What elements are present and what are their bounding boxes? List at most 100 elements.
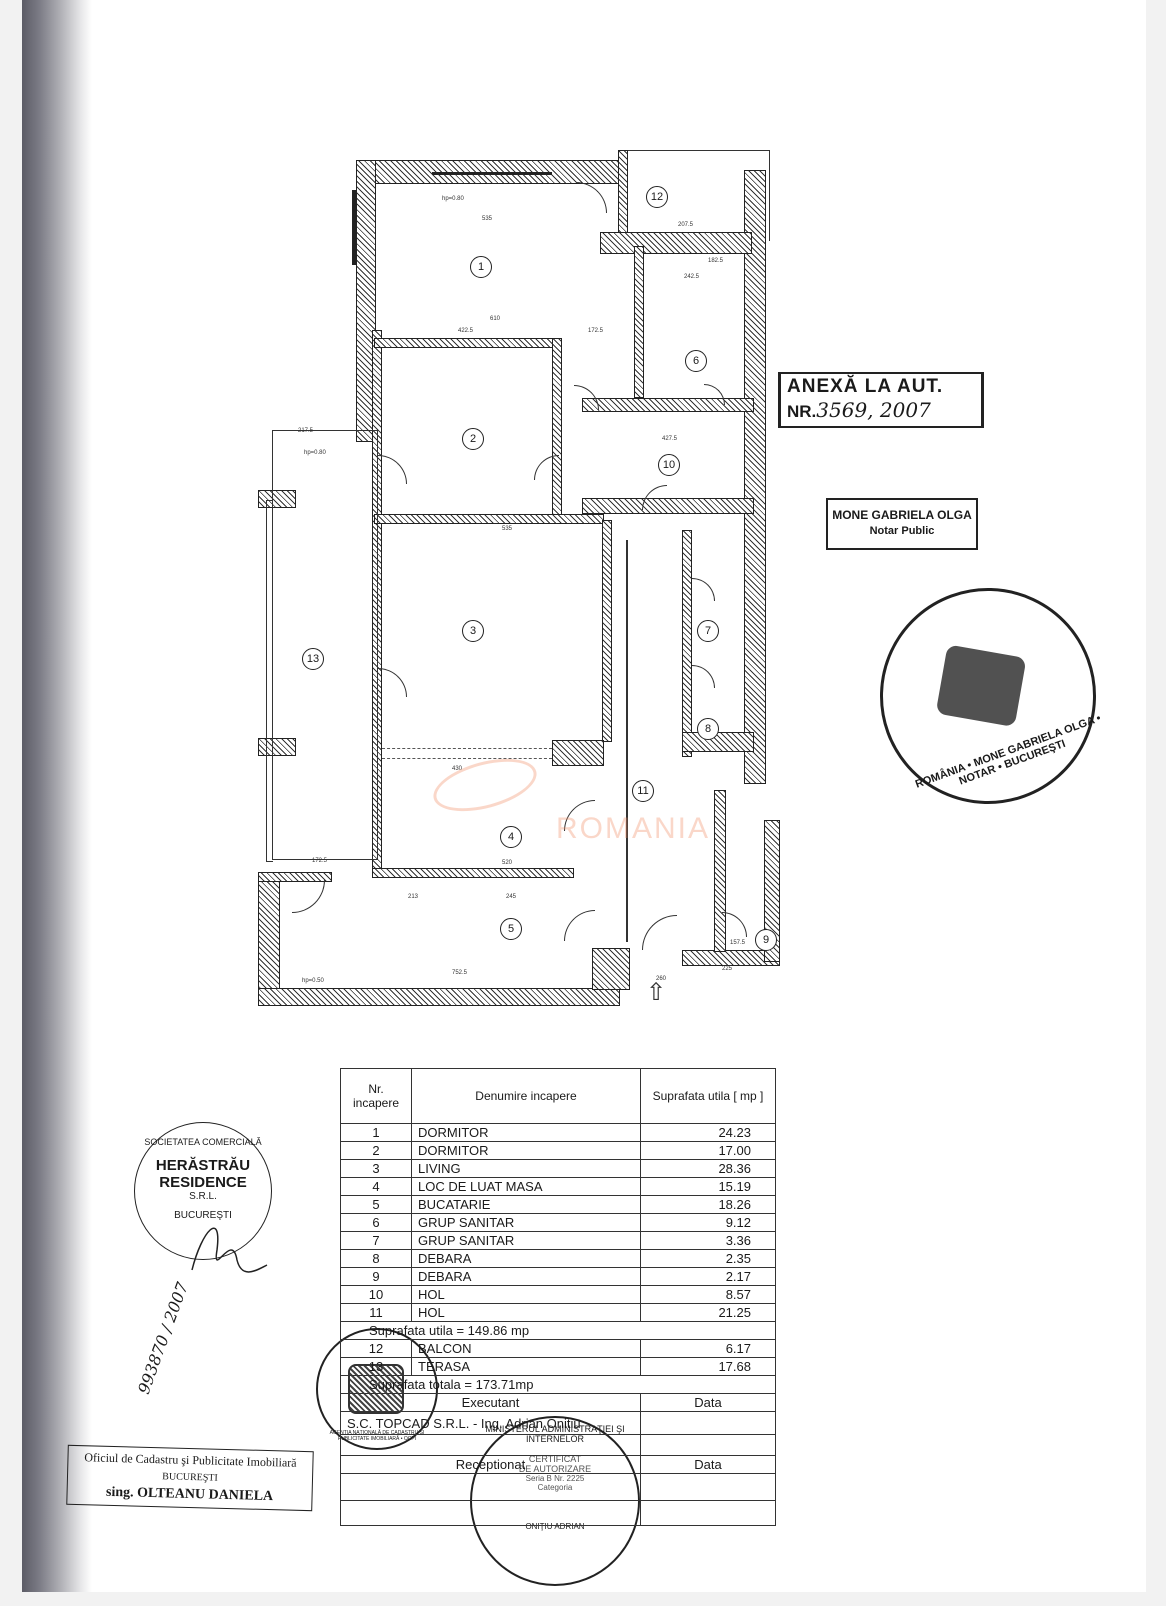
annex-nr-prefix: NR. [787, 402, 817, 421]
cell-nr: 3 [340, 1159, 412, 1178]
wall-4-5 [372, 868, 574, 878]
executant-value: S.C. TOPCAD S.R.L. - Ing. Adrian Onitiu [340, 1411, 641, 1435]
dimension-label: 225 [722, 966, 733, 972]
terrace-outline [272, 430, 378, 860]
wall-left-upper [356, 160, 376, 442]
cell-area: 24.23 [640, 1123, 776, 1142]
door-room7 [692, 578, 715, 601]
room-label-7: 7 [697, 620, 719, 642]
scanned-page: 1 2 3 4 5 6 7 8 9 10 11 12 13 535 610 42… [22, 0, 1146, 1592]
company-stamp: SOCIETATEA COMERCIALĂ HERĂSTRĂU RESIDENC… [134, 1122, 272, 1260]
annex-stamp: ANEXĂ LA AUT. NR.3569, 2007 [778, 372, 984, 428]
header-nr: Nr. incapere [340, 1068, 412, 1124]
executant-label: Executant [340, 1393, 641, 1412]
room-label-3: 3 [462, 620, 484, 642]
terrace-railing [266, 500, 273, 862]
window-height-label: hp=0.80 [304, 450, 326, 456]
dimension-label: 172.5 [312, 858, 328, 864]
cell-area: 21.25 [640, 1303, 776, 1322]
wall-right [744, 170, 766, 784]
cell-area: 8.57 [640, 1285, 776, 1304]
executant-date-label: Data [640, 1393, 776, 1412]
window-top [432, 172, 552, 175]
wall-terrace-top [258, 490, 296, 508]
room-label-8: 8 [697, 718, 719, 740]
total-area: Suprafata totala = 173.71mp [340, 1375, 776, 1394]
dimension-label: 610 [490, 316, 501, 322]
blank-cell [640, 1500, 776, 1526]
executant-date-value [640, 1411, 776, 1435]
dimension-label: 245 [506, 894, 517, 900]
receptionat-value [340, 1473, 641, 1501]
cell-nr: 9 [340, 1267, 412, 1286]
wall-10-bottom [582, 498, 754, 514]
wall-terrace-mid [258, 738, 296, 756]
blank-cell [640, 1434, 776, 1456]
entry-arrow-icon: ⇧ [646, 979, 667, 1006]
table-header-row: Nr. incapere Denumire incapere Suprafata… [340, 1068, 776, 1124]
cell-name: DEBARA [411, 1267, 641, 1286]
dimension-label: 427.5 [662, 436, 678, 442]
dimension-label: 430 [452, 766, 463, 772]
handwritten-registration-number: 993870 / 2007 [134, 1279, 192, 1397]
door-room2 [534, 455, 559, 480]
cell-nr: 4 [340, 1177, 412, 1196]
notary-seal-emblem-icon [935, 644, 1027, 728]
ocpi-line-1: Oficiul de Cadastru şi Publicitate Imobi… [84, 1450, 297, 1470]
wall-kitchen-top-left [258, 872, 332, 882]
dimension-label: 213 [408, 894, 419, 900]
ocpi-line-2: BUCUREŞTI [162, 1471, 218, 1484]
door-room1 [576, 182, 607, 213]
cell-name: DORMITOR [411, 1141, 641, 1160]
wall-6-left [634, 246, 644, 398]
wall-column-4 [552, 740, 604, 766]
wall-3-11 [602, 520, 612, 742]
cell-nr: 7 [340, 1231, 412, 1250]
room-label-12: 12 [646, 186, 668, 208]
wall-kitchen-left [258, 872, 280, 1004]
cell-area: 17.68 [640, 1357, 776, 1376]
room-label-6: 6 [685, 350, 707, 372]
ocpi-line-3: sing. OLTEANU DANIELA [105, 1484, 274, 1505]
watermark-text: ROMANIA [556, 812, 711, 845]
room-label-13: 13 [302, 648, 324, 670]
cell-area: 15.19 [640, 1177, 776, 1196]
cell-area: 9.12 [640, 1213, 776, 1232]
room-label-4: 4 [500, 826, 522, 848]
wall-entry-left [592, 948, 630, 990]
ocpi-stamp-box: Oficiul de Cadastru şi Publicitate Imobi… [66, 1444, 314, 1512]
company-stamp-srl: S.R.L. [189, 1191, 217, 1202]
cell-area: 17.00 [640, 1141, 776, 1160]
dimension-label: 260 [656, 976, 667, 982]
annex-stamp-title: ANEXĂ LA AUT. [787, 376, 944, 397]
door-room6 [704, 384, 725, 405]
wall-6-10 [582, 398, 754, 412]
scan-edge-shadow [22, 0, 92, 1592]
cell-area: 2.35 [640, 1249, 776, 1268]
annex-nr-handwritten: 3569, 2007 [816, 398, 931, 422]
watermark-logo-icon [427, 749, 543, 821]
cell-nr: 5 [340, 1195, 412, 1214]
cell-name: GRUP SANITAR [411, 1231, 641, 1250]
wall-balcony-left [618, 150, 628, 242]
header-name: Denumire incapere [411, 1068, 641, 1124]
dimension-label: 217.5 [298, 428, 314, 434]
window-height-label: hp=0.50 [302, 978, 324, 984]
wall-balcony-bottom [600, 232, 752, 254]
room-label-1: 1 [470, 256, 492, 278]
door-room5 [564, 910, 595, 941]
receptionat-blank-row [340, 1500, 776, 1526]
door-room9 [722, 912, 747, 937]
wall-9-left [714, 790, 726, 952]
door-hall10 [642, 485, 667, 510]
cell-name: GRUP SANITAR [411, 1213, 641, 1232]
cell-name: DEBARA [411, 1249, 641, 1268]
door-terrace-3 [378, 668, 407, 697]
